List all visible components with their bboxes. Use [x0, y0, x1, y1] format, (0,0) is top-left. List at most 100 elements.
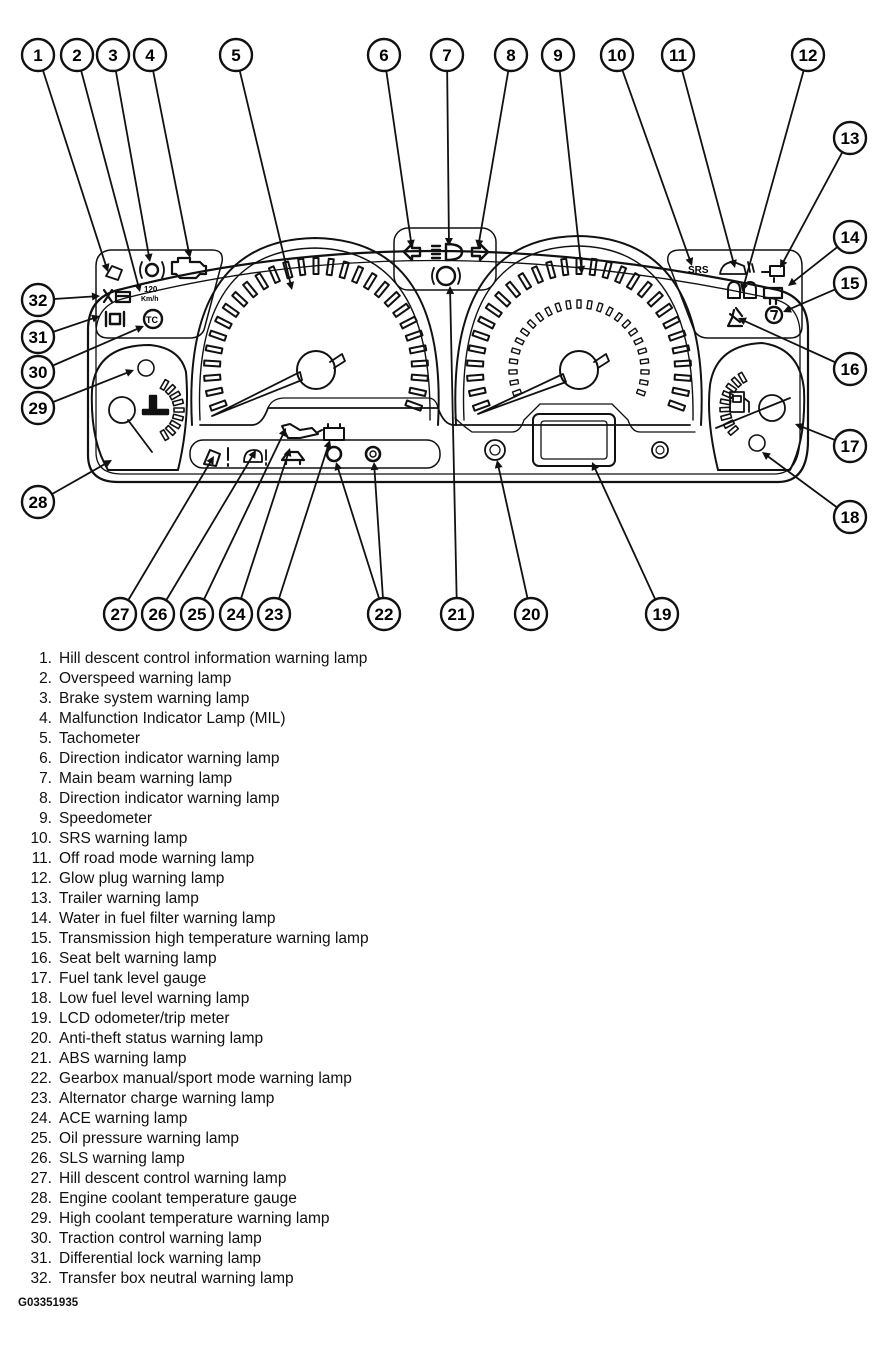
callout-8: 8 — [493, 37, 529, 73]
legend-number: 7. — [39, 770, 52, 787]
hdc-lamp-icon — [203, 447, 229, 467]
legend-number: 21. — [30, 1050, 52, 1067]
leader-line — [152, 69, 190, 252]
callout-circle — [540, 37, 576, 73]
bottom-warning-strip — [189, 439, 441, 469]
callout-23: 23 — [256, 596, 292, 632]
callout-number: 5 — [231, 46, 240, 65]
legend-item: 26.SLS warning lamp — [28, 1149, 369, 1169]
leader-arrowhead — [577, 265, 586, 274]
callout-circle — [832, 428, 868, 464]
callout-circle — [832, 120, 868, 156]
callout-circle — [439, 596, 475, 632]
callout-number: 4 — [145, 46, 155, 65]
tachometer-needle — [211, 353, 346, 417]
legend-number: 6. — [39, 750, 52, 767]
leader-arrowhead — [780, 259, 788, 268]
speedometer — [454, 235, 703, 426]
callout-14: 14 — [832, 219, 868, 255]
legend-item: 19.LCD odometer/trip meter — [28, 1009, 369, 1029]
legend-number: 18. — [30, 990, 52, 1007]
callout-28: 28 — [20, 484, 56, 520]
leader-line — [743, 69, 805, 286]
legend-text: Water in fuel filter warning lamp — [59, 910, 276, 927]
legend-text: Fuel tank level gauge — [59, 970, 207, 987]
anti-theft-lamp — [484, 439, 506, 461]
legend-item: 9.Speedometer — [28, 809, 369, 829]
legend-number: 26. — [30, 1150, 52, 1167]
callout-number: 9 — [553, 46, 562, 65]
legend-text: Hill descent control warning lamp — [59, 1170, 287, 1187]
leader-arrowhead — [278, 428, 287, 437]
legend-number: 4. — [39, 710, 52, 727]
legend-text: Seat belt warning lamp — [59, 950, 217, 967]
leader-line — [278, 446, 329, 600]
legend-item: 18. Low fuel level warning lamp — [28, 989, 369, 1009]
overspeed-unit-label: Km/h — [141, 296, 159, 303]
traction-control-label: TC — [146, 315, 158, 325]
callout-24: 24 — [218, 596, 254, 632]
callout-19: 19 — [644, 596, 680, 632]
callout-10: 10 — [599, 37, 635, 73]
legend-number: 20. — [30, 1030, 52, 1047]
overspeed-value-label: 120 — [144, 285, 158, 294]
legend-text: Low fuel level warning lamp — [59, 990, 250, 1007]
legend-number: 30. — [30, 1230, 52, 1247]
leader-arrowhead — [334, 462, 343, 471]
alternator-icon — [323, 423, 345, 441]
callout-circle — [140, 596, 176, 632]
legend-item: 17.Fuel tank level gauge — [28, 969, 369, 989]
legend-item: 4. Malfunction Indicator Lamp (MIL) — [28, 709, 369, 729]
callout-1: 1 — [20, 37, 56, 73]
transmission-temp-lamp — [764, 305, 784, 325]
leader-line — [789, 288, 837, 310]
leader-line — [51, 372, 128, 404]
callout-11: 11 — [660, 37, 696, 73]
legend-number: 31. — [30, 1250, 52, 1267]
leader-line — [127, 461, 211, 602]
legend-number: 32. — [30, 1270, 52, 1287]
coolant-temp-icon — [141, 394, 170, 416]
leader-arrowhead — [323, 440, 332, 449]
callout-32: 32 — [20, 282, 56, 318]
legend-number: 15. — [30, 930, 52, 947]
low-fuel-lamp — [748, 434, 766, 452]
leader-arrowhead — [795, 423, 804, 431]
main-beam-icon — [430, 242, 464, 262]
callout-circle — [493, 37, 529, 73]
legend-item: 7.Main beam warning lamp — [28, 769, 369, 789]
legend-item: 1.Hill descent control information warni… — [28, 649, 369, 669]
leader-arrowhead — [740, 283, 748, 292]
callout-number: 17 — [841, 437, 860, 456]
callout-17: 17 — [832, 428, 868, 464]
cluster-housing-inner — [95, 259, 801, 475]
legend-item: 8.Direction indicator warning lamp — [28, 789, 369, 809]
callout-circle — [832, 265, 868, 301]
gearbox-sport-lamp — [364, 445, 382, 463]
traction-control-lamp — [142, 308, 164, 330]
callout-number: 29 — [29, 399, 48, 418]
legend-number: 11. — [31, 850, 52, 867]
callout-9: 9 — [540, 37, 576, 73]
leader-arrowhead — [494, 460, 503, 469]
leader-line — [51, 463, 106, 496]
leader-line — [478, 69, 510, 242]
legend-item: 28.Engine coolant temperature gauge — [28, 1189, 369, 1209]
leader-line — [51, 328, 138, 367]
callout-20: 20 — [513, 596, 549, 632]
leader-line — [767, 455, 839, 509]
legend-text: Direction indicator warning lamp — [59, 790, 280, 807]
callout-number: 21 — [448, 605, 467, 624]
callout-circle — [20, 37, 56, 73]
leader-line — [446, 70, 450, 239]
leader-line — [80, 69, 139, 286]
legend-number: 19. — [30, 1010, 52, 1027]
legend-item: 24.ACE warning lamp — [28, 1109, 369, 1129]
callout-22: 22 — [366, 596, 402, 632]
legend-number: 12. — [30, 870, 52, 887]
callout-circle — [832, 351, 868, 387]
callout-circle — [218, 596, 254, 632]
legend-text: Malfunction Indicator Lamp (MIL) — [59, 710, 286, 727]
mil-engine-icon — [170, 256, 208, 280]
trip-reset-button — [651, 441, 669, 459]
